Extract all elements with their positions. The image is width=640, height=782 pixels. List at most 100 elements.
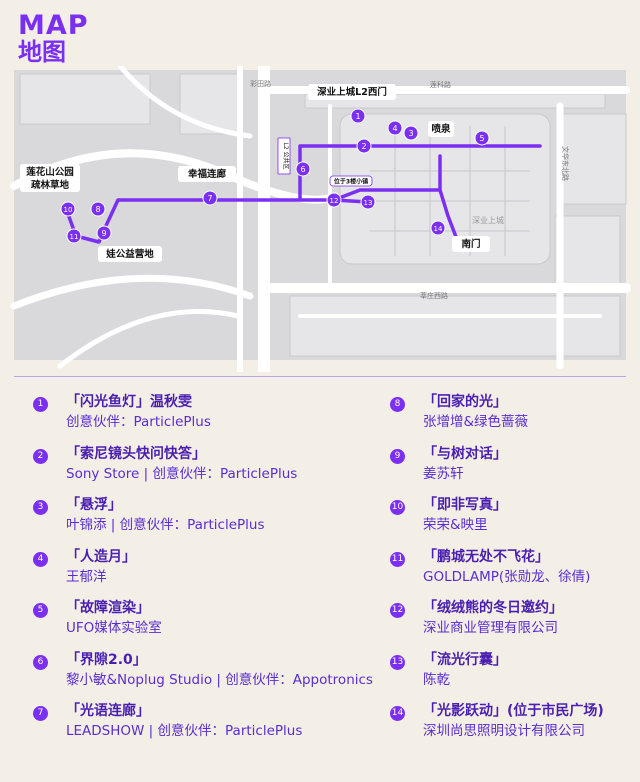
legend-number-badge: 3 — [33, 500, 48, 515]
legend-item-7: 7 「光语连廊」 LEADSHOW | 创意伙伴：ParticlePlus — [33, 701, 353, 753]
street-shenzhuang: 莘庄西路 — [420, 291, 448, 300]
legend-item-5: 5 「故障渲染」 UFO媒体实验室 — [33, 598, 353, 650]
street-labels: 彩田路 莲科路 文华东北路 莘庄西路 深业上城 — [250, 79, 570, 300]
legend-number-badge: 12 — [390, 603, 405, 618]
map-title-zh: 地图 — [18, 38, 66, 67]
legend-subtitle: 深业商业管理有限公司 — [423, 620, 558, 636]
place-label-small-town: 位于3楼小镇 — [329, 175, 373, 187]
map-marker-number: 9 — [101, 229, 106, 238]
map-marker-12[interactable]: 12 — [326, 192, 342, 208]
legend-item-13: 13「流光行囊」陈乾 — [390, 650, 630, 702]
legend-item-8: 8 「回家的光」张增增&绿色蔷薇 — [390, 392, 630, 444]
legend-text: 「鹏城无处不飞花」 GOLDLAMP(张勋龙、徐倩) — [423, 547, 590, 587]
map-marker-number: 8 — [95, 205, 100, 214]
map-marker-number: 14 — [434, 225, 443, 233]
legend-number-badge: 6 — [33, 654, 48, 670]
legend-number-badge: 4 — [33, 551, 48, 567]
legend-title: 「悬浮」 — [66, 497, 122, 513]
legend-subtitle: GOLDLAMP(张勋龙、徐倩) — [423, 568, 591, 585]
place-label-l2-plaza: L2 公共区 — [277, 137, 291, 175]
legend-title: 「与树对话」 — [423, 445, 507, 462]
place-label-corridor: 幸福连廊 — [178, 166, 236, 182]
legend-number-badge: 7 — [33, 706, 48, 721]
legend-column-left: 1「闪光鱼灯」温秋雯创意伙伴：ParticlePlus 2 「索尼镜头快问快答」 So… — [33, 392, 373, 753]
map-marker-5[interactable]: 5 — [474, 130, 490, 146]
legend-subtitle: 黎小敏&Noplug Studio | 创意伙伴：Appotronics — [66, 671, 373, 688]
legend-item-1: 1「闪光鱼灯」温秋雯创意伙伴：ParticlePlus — [33, 392, 353, 444]
legend-text: 「闪光鱼灯」温秋雯创意伙伴：ParticlePlus — [66, 392, 211, 432]
legend-item-4: 4 「人造月」王郁洋 — [33, 547, 353, 599]
legend-subtitle: 姜苏轩 — [423, 465, 464, 482]
legend-subtitle: 创意伙伴：ParticlePlus — [66, 414, 211, 430]
legend-subtitle: LEADSHOW | 创意伙伴：ParticlePlus — [66, 723, 303, 739]
legend-title: 「绒绒熊的冬日邀约」 — [423, 600, 563, 616]
legend-item-11: 11「鹏城无处不飞花」GOLDLAMP(张勋龙、徐倩) — [390, 547, 630, 599]
map-marker-number: 5 — [479, 134, 484, 143]
map-marker-number: 1 — [355, 112, 360, 121]
legend-title: 「故障渲染」 — [66, 600, 150, 616]
map-marker-11[interactable]: 11 — [66, 228, 82, 244]
legend-text: 「光影跃动」(位于市民广场)深圳尚思照明设计有限公司 — [423, 701, 604, 741]
legend-title: 「即非写真」 — [423, 497, 507, 513]
map-marker-8[interactable]: 8 — [90, 201, 106, 217]
legend-subtitle: 王郁洋 — [66, 568, 107, 585]
legend-item-14: 14 「光影跃动」(位于市民广场)深圳尚思照明设计有限公司 — [390, 701, 630, 753]
legend-subtitle: 张增增&绿色蔷薇 — [423, 414, 529, 430]
legend-title: 「界隙2.0」 — [66, 651, 147, 668]
legend-title: 「鹏城无处不飞花」 — [423, 548, 549, 565]
map-marker-9[interactable]: 9 — [96, 225, 112, 241]
place-label-text: L2 公共区 — [282, 142, 290, 169]
legend-item-2: 2 「索尼镜头快问快答」 Sony Store | 创意伙伴：ParticlePlu… — [33, 444, 353, 496]
legend-title: 「光影跃动」(位于市民广场) — [423, 703, 604, 719]
legend-text: 「索尼镜头快问快答」 Sony Store | 创意伙伴：ParticlePlus — [66, 444, 297, 484]
legend-number-badge: 2 — [33, 448, 48, 464]
legend-subtitle: UFO媒体实验室 — [66, 620, 162, 636]
legend-item-12: 12 「绒绒熊的冬日邀约」深业商业管理有限公司 — [390, 598, 630, 650]
legend-text: 「故障渲染」 UFO媒体实验室 — [66, 598, 162, 638]
map-marker-number: 3 — [408, 129, 413, 138]
map-marker-number: 12 — [330, 197, 339, 205]
legend-text: 「人造月」王郁洋 — [66, 547, 136, 587]
legend-title: 「回家的光」 — [423, 394, 507, 410]
legend-text: 「绒绒熊的冬日邀约」深业商业管理有限公司 — [423, 598, 563, 638]
map-marker-2[interactable]: 2 — [356, 138, 372, 154]
map-marker-6[interactable]: 6 — [295, 161, 311, 177]
place-label-text: 幸福连廊 — [188, 168, 227, 180]
legend-number-badge: 5 — [33, 603, 48, 618]
place-label-text: 莲花山公园 — [26, 166, 74, 178]
legend-number-badge: 8 — [390, 397, 405, 412]
place-label-text: 娃公益营地 — [105, 248, 154, 260]
place-label-text: 南门 — [461, 238, 480, 250]
page-header: MAP 地图 — [18, 11, 89, 67]
legend-title: 「光语连廊」 — [66, 703, 150, 719]
legend-text: 「即非写真」荣荣&映里 — [423, 495, 507, 535]
place-label-text: 位于3楼小镇 — [334, 178, 368, 186]
map-marker-7[interactable]: 7 — [202, 190, 218, 206]
legend-text: 「悬浮」叶锦添 | 创意伙伴：ParticlePlus — [66, 495, 265, 535]
legend-item-9: 9 「与树对话」姜苏轩 — [390, 444, 630, 496]
map-marker-13[interactable]: 13 — [360, 194, 376, 210]
city-blocks — [19, 73, 627, 357]
map-marker-number: 13 — [364, 199, 373, 207]
map-marker-3[interactable]: 3 — [403, 125, 419, 141]
legend-title: 「索尼镜头快问快答」 — [66, 445, 206, 462]
legend-item-10: 10 「即非写真」荣荣&映里 — [390, 495, 630, 547]
legend-subtitle: 陈乾 — [423, 671, 450, 688]
legend-text: 「与树对话」姜苏轩 — [423, 444, 507, 484]
street-lianke: 莲科路 — [430, 80, 451, 89]
map-marker-4[interactable]: 4 — [387, 120, 403, 136]
legend-text: 「流光行囊」陈乾 — [423, 650, 507, 690]
section-divider — [14, 376, 626, 377]
map-marker-14[interactable]: 14 — [430, 220, 446, 236]
legend-number-badge: 10 — [390, 500, 405, 515]
legend-number-badge: 14 — [390, 706, 405, 721]
legend-number-badge: 9 — [390, 448, 405, 464]
map-marker-10[interactable]: 10 — [60, 201, 76, 217]
map-marker-1[interactable]: 1 — [350, 108, 366, 124]
legend-subtitle: Sony Store | 创意伙伴：ParticlePlus — [66, 465, 298, 482]
map-marker-number: 2 — [361, 142, 366, 151]
